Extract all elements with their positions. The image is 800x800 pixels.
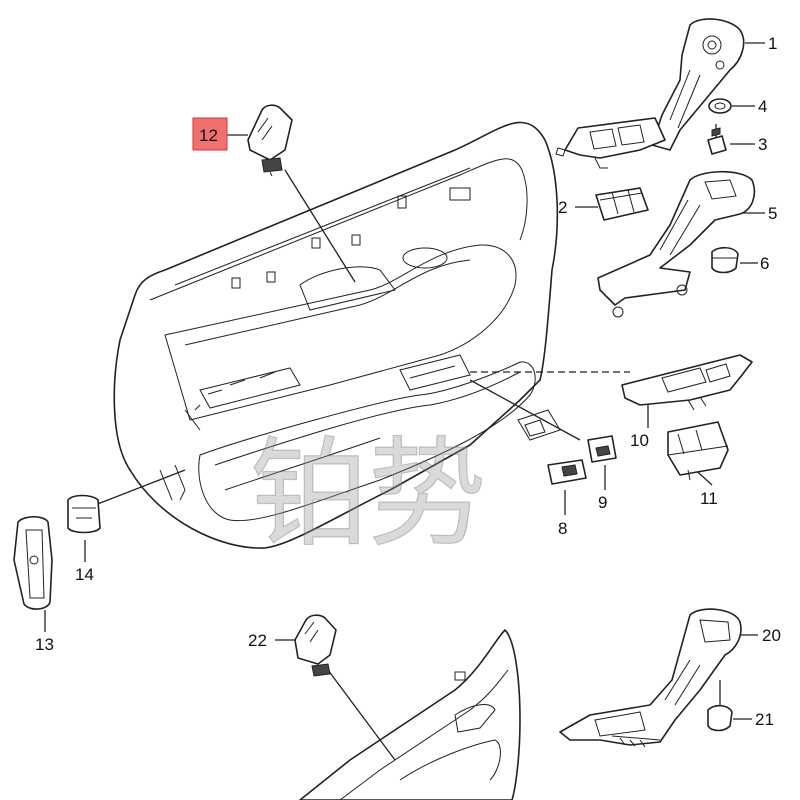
callout-8[interactable]: 8 [558,519,567,538]
callout-labels: 12 1 4 3 2 5 6 10 9 11 8 14 13 22 20 21 [35,34,781,729]
callout-6[interactable]: 6 [760,254,769,273]
callout-14[interactable]: 14 [75,565,94,584]
part-20-rear-armrest-bracket[interactable] [559,608,742,748]
part-21-plug[interactable] [707,704,733,732]
watermark-text: 铂势 [250,425,486,563]
part-14-mirror-switch[interactable] [67,494,101,534]
part-4-clip[interactable] [708,98,732,114]
part-3-screw[interactable] [707,124,727,155]
callout-4[interactable]: 4 [758,97,767,116]
part-12-window-switch[interactable] [247,104,293,177]
part-22-window-switch[interactable] [294,614,337,677]
part-8-switch[interactable] [547,459,587,485]
callout-5[interactable]: 5 [768,204,777,223]
callout-1[interactable]: 1 [768,34,777,53]
part-1-armrest-bracket[interactable] [651,18,745,151]
callout-21[interactable]: 21 [755,710,774,729]
leader-lines [44,42,765,761]
callout-9[interactable]: 9 [598,493,607,512]
part-6-plug[interactable] [711,246,739,274]
callout-13[interactable]: 13 [35,635,54,654]
rear-door-trim-panel [299,629,521,800]
part-9-switch[interactable] [587,435,617,463]
callout-12[interactable]: 12 [199,126,218,145]
part-5-armrest-cover[interactable] [597,170,756,318]
callout-20[interactable]: 20 [762,626,781,645]
part-10-switch-bezel[interactable] [621,354,753,411]
door-switch-carrier [517,409,561,441]
callout-10[interactable]: 10 [630,431,649,450]
part-2-window-switch[interactable] [595,187,649,221]
front-door-trim-panel [113,121,559,549]
part-11-window-switch[interactable] [667,421,729,481]
callout-12-highlight [192,117,228,151]
part-1-switch-plate[interactable] [555,117,666,169]
part-13-door-handle-bezel[interactable] [13,515,53,610]
callout-3[interactable]: 3 [758,135,767,154]
callout-11[interactable]: 11 [700,489,718,508]
callout-22[interactable]: 22 [248,631,267,650]
callout-2[interactable]: 2 [558,198,567,217]
